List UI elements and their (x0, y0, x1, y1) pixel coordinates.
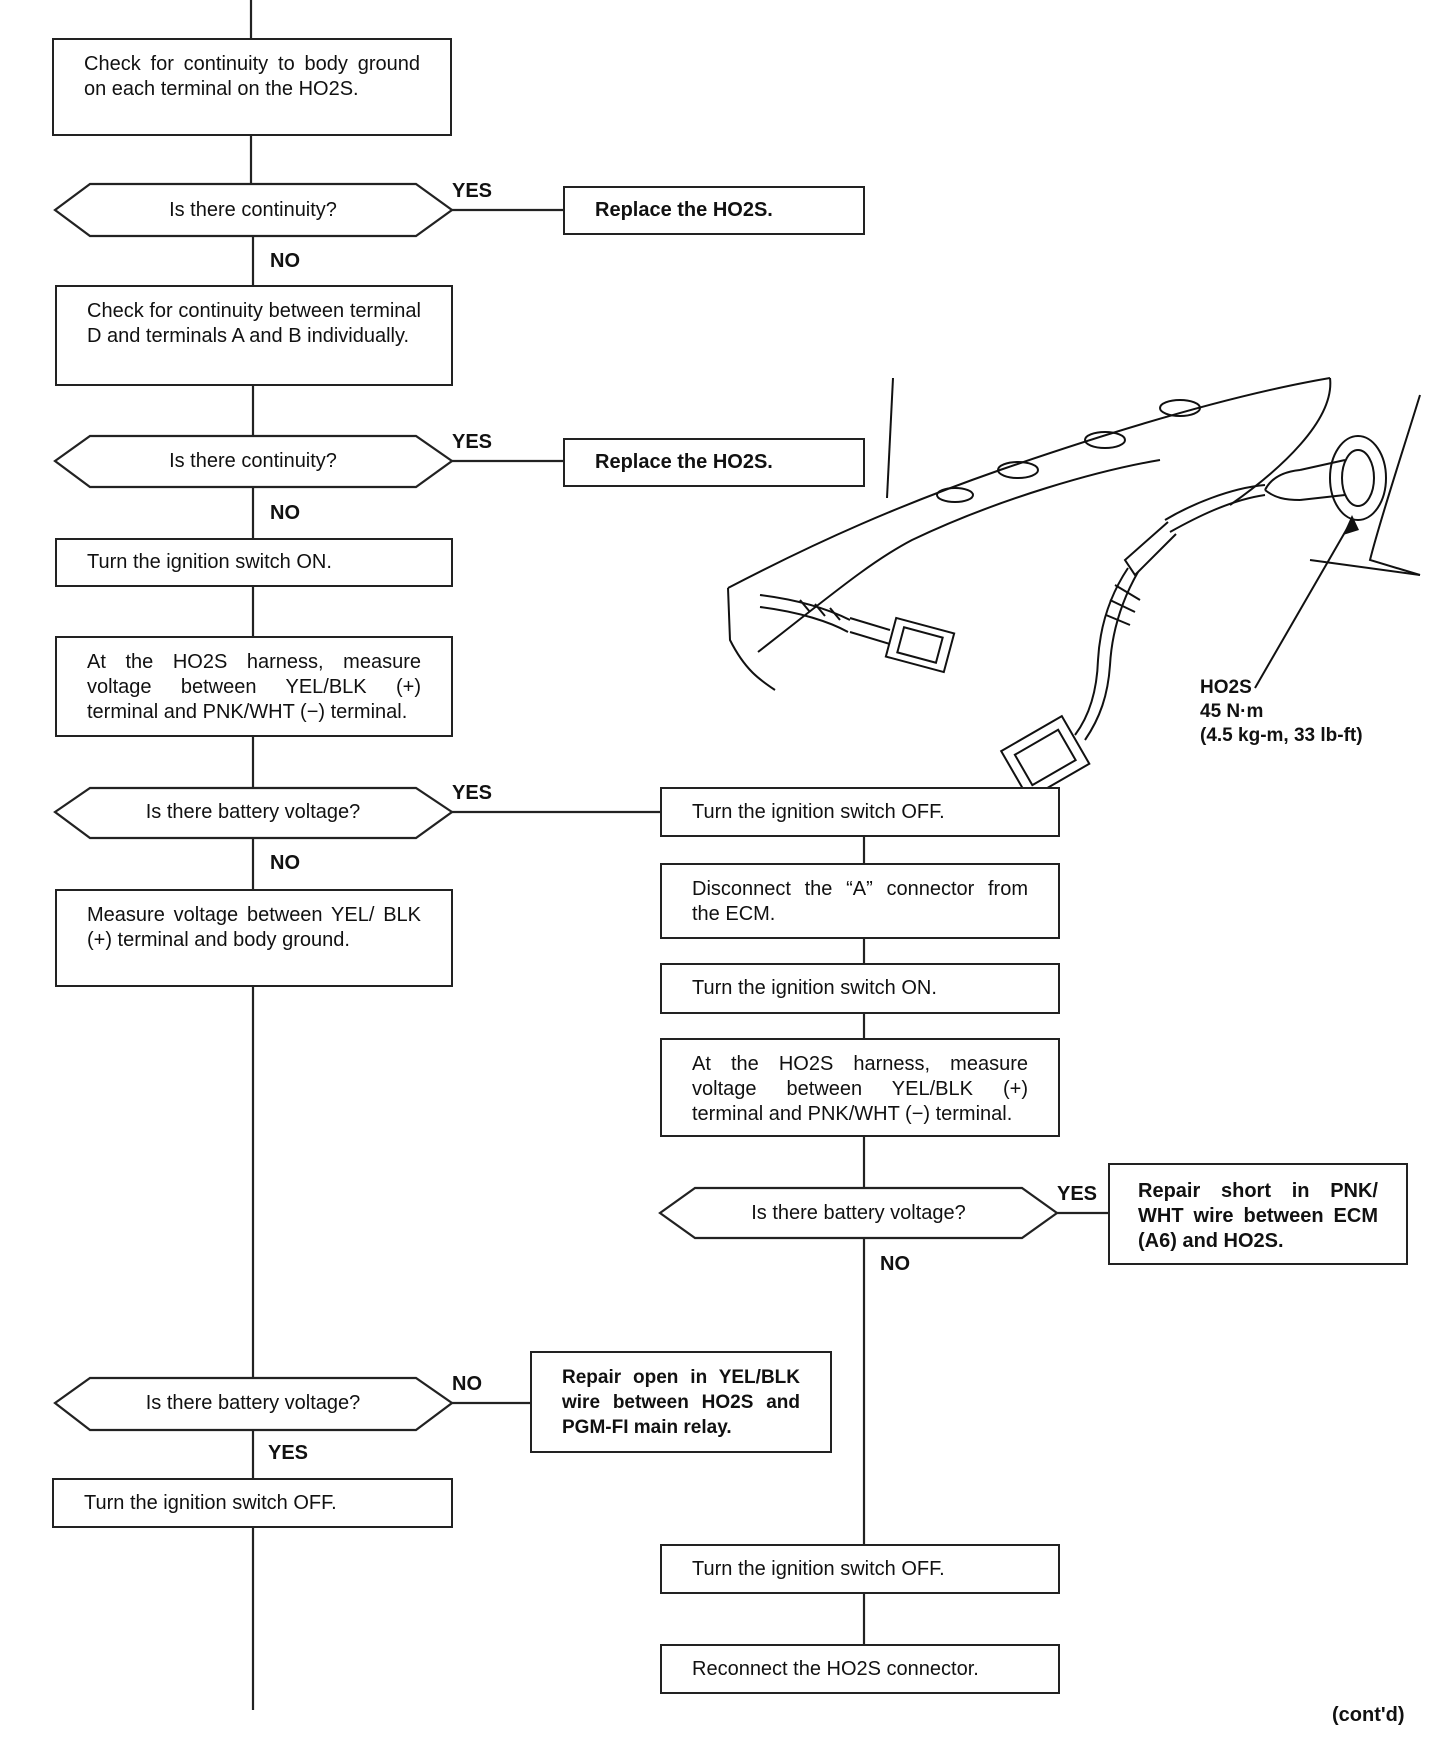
ignition-off-right-text: Turn the ignition switch OFF. (692, 800, 945, 823)
measure-voltage-harness-right-box: At the HO2S harness, measure voltage bet… (660, 1038, 1060, 1137)
ignition-off-right-box: Turn the ignition switch OFF. (660, 787, 1060, 837)
no-label-1: NO (270, 250, 300, 272)
decision-battery-voltage-1: Is there battery voltage? (145, 801, 361, 823)
decision-battery-voltage-3: Is there battery voltage? (145, 1392, 361, 1414)
repair-short-box: Repair short in PNK/ WHT wire between EC… (1108, 1163, 1408, 1265)
reconnect-ho2s-box: Reconnect the HO2S connector. (660, 1644, 1060, 1694)
check-continuity-ground-box: Check for continuity to body ground on e… (52, 38, 452, 136)
measure-voltage-ground-box: Measure voltage between YEL/ BLK (+) ter… (55, 889, 453, 987)
measure-voltage-harness-right-text: At the HO2S harness, measure voltage bet… (692, 1053, 1028, 1125)
ho2s-callout-part: HO2S (1200, 677, 1252, 698)
no-label-2: NO (270, 502, 300, 524)
replace-ho2s-box-2: Replace the HO2S. (563, 438, 865, 487)
check-continuity-ground-text: Check for continuity to body ground on e… (84, 53, 420, 100)
ignition-on-text: Turn the ignition switch ON. (87, 551, 332, 573)
ho2s-callout-torque: 45 N·m (1200, 701, 1264, 722)
ho2s-callout-torque-alt: (4.5 kg-m, 33 lb-ft) (1200, 725, 1363, 746)
ho2s-callout: HO2S 45 N·m (4.5 kg-m, 33 lb-ft) (1200, 676, 1363, 748)
reconnect-ho2s-text: Reconnect the HO2S connector. (692, 1657, 979, 1680)
yes-label-1: YES (452, 180, 493, 202)
yes-label-2: YES (452, 431, 493, 453)
yes-label-5: YES (268, 1442, 309, 1464)
disconnect-ecm-connector-text: Disconnect the “A” connector from the EC… (692, 878, 1028, 925)
replace-ho2s-text-1: Replace the HO2S. (595, 199, 773, 221)
decision-shape-1 (53, 182, 454, 238)
continued-label: (cont'd) (1332, 1704, 1405, 1726)
decision-shape-4 (658, 1186, 1059, 1240)
no-label-5: NO (452, 1373, 482, 1395)
ho2s-sensor-illustration (727, 377, 1421, 801)
measure-voltage-ground-text: Measure voltage between YEL/ BLK (+) ter… (87, 904, 421, 951)
replace-ho2s-box-1: Replace the HO2S. (563, 186, 865, 235)
decision-battery-voltage-2: Is there battery voltage? (751, 1202, 966, 1224)
decision-continuity-1: Is there continuity? (169, 199, 337, 221)
yes-label-3: YES (452, 782, 493, 804)
repair-open-box: Repair open in YEL/BLK wire between HO2S… (530, 1351, 832, 1453)
no-label-3: NO (270, 852, 300, 874)
ignition-off-left-text: Turn the ignition switch OFF. (84, 1491, 337, 1514)
ignition-off-final-box: Turn the ignition switch OFF. (660, 1544, 1060, 1594)
check-continuity-terminal-d-text: Check for continuity between terminal D … (87, 300, 421, 347)
yes-label-4: YES (1057, 1183, 1098, 1205)
ignition-on-right-box: Turn the ignition switch ON. (660, 963, 1060, 1014)
measure-voltage-harness-box: At the HO2S harness, measure voltage bet… (55, 636, 453, 737)
decision-continuity-2: Is there continuity? (169, 450, 337, 472)
check-continuity-terminal-d-box: Check for continuity between terminal D … (55, 285, 453, 386)
decision-shape-5 (53, 1376, 454, 1432)
disconnect-ecm-connector-box: Disconnect the “A” connector from the EC… (660, 863, 1060, 939)
decision-shape-2 (53, 434, 454, 489)
replace-ho2s-text-2: Replace the HO2S. (595, 451, 773, 473)
decision-shape-3 (53, 786, 454, 840)
ignition-off-left-box: Turn the ignition switch OFF. (52, 1478, 453, 1528)
measure-voltage-harness-text: At the HO2S harness, measure voltage bet… (87, 651, 421, 723)
no-label-4: NO (880, 1253, 910, 1275)
ignition-on-box: Turn the ignition switch ON. (55, 538, 453, 587)
repair-short-text: Repair short in PNK/ WHT wire between EC… (1138, 1180, 1378, 1252)
repair-open-text: Repair open in YEL/BLK wire between HO2S… (562, 1367, 800, 1438)
ignition-off-final-text: Turn the ignition switch OFF. (692, 1557, 945, 1580)
ignition-on-right-text: Turn the ignition switch ON. (692, 977, 937, 999)
